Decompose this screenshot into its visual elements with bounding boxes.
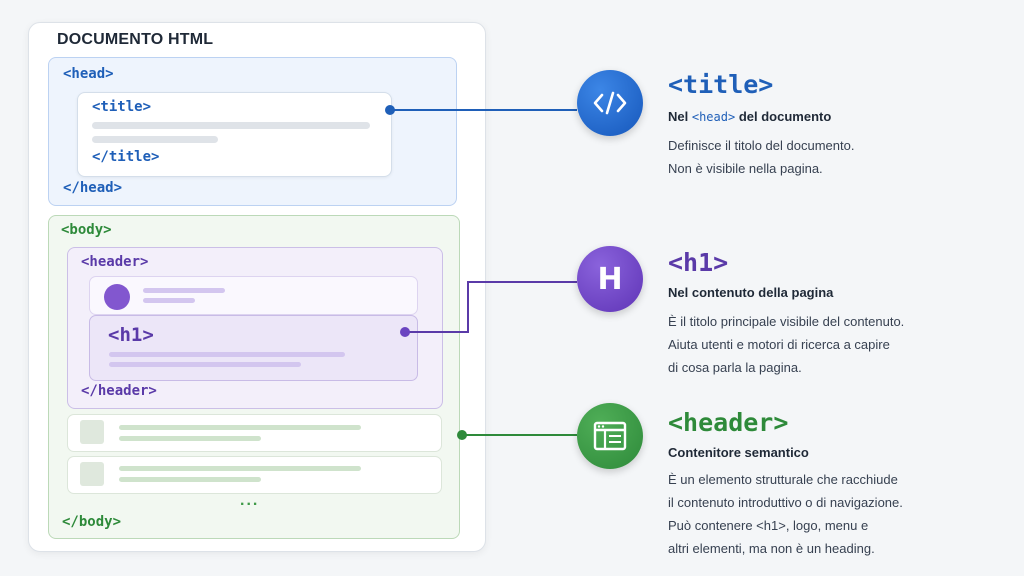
more-content-ellipsis: ... [240, 492, 260, 509]
heading-glyph: H [597, 261, 623, 297]
document-title: DOCUMENTO HTML [57, 31, 214, 48]
title-card-heading: <title> [668, 70, 774, 99]
description-line: altri elementi, ma non è un heading. [668, 541, 875, 556]
code-icon [577, 70, 643, 136]
subtitle-code: <head> [691, 110, 736, 124]
h1-card-description: È il titolo principale visibile del cont… [668, 310, 904, 379]
head-open-tag: <head> [63, 66, 114, 82]
h1-tag: <h1> [108, 324, 154, 346]
content-placeholder-line [119, 466, 361, 471]
content-placeholder-line [119, 436, 261, 441]
title-open-tag: <title> [92, 99, 152, 115]
header-open-tag: <header> [81, 254, 149, 270]
description-line: Aiuta utenti e motori di ricerca a capir… [668, 337, 890, 352]
h1-element-box [89, 315, 418, 381]
content-placeholder-line [119, 477, 261, 482]
h1-connector-dot [400, 327, 410, 337]
h1-placeholder-line [109, 362, 301, 367]
h1-connector [405, 281, 577, 333]
title-placeholder-line [92, 122, 370, 129]
description-line: È un elemento strutturale che racchiude [668, 472, 898, 487]
header-card-heading: <header> [668, 408, 789, 437]
body-close-tag: </body> [62, 514, 122, 530]
nav-placeholder-line [143, 298, 195, 303]
nav-placeholder-line [143, 288, 225, 293]
subtitle-text: del documento [738, 109, 832, 124]
h1-card-heading: <h1> [668, 248, 729, 277]
body-open-tag: <body> [61, 222, 112, 238]
content-thumbnail [80, 462, 104, 486]
logo-row [89, 276, 418, 315]
description-line: Definisce il titolo del documento. [668, 138, 855, 153]
description-line: Può contenere <h1>, logo, menu e [668, 518, 869, 533]
description-line: il contenuto introduttivo o di navigazio… [668, 495, 903, 510]
title-connector-dot [385, 105, 395, 115]
logo-placeholder [104, 284, 130, 310]
h1-placeholder-line [109, 352, 345, 357]
title-element-box [77, 92, 392, 177]
title-card-subtitle: Nel <head> del documento [668, 109, 831, 124]
layout-icon [577, 403, 643, 469]
description-line: di cosa parla la pagina. [668, 360, 802, 375]
h1-card-subtitle: Nel contenuto della pagina [668, 285, 834, 300]
content-thumbnail [80, 420, 104, 444]
heading-icon: H [577, 246, 643, 312]
title-close-tag: </title> [92, 149, 160, 165]
header-card-subtitle: Contenitore semantico [668, 445, 809, 460]
content-placeholder-line [119, 425, 361, 430]
content-row [67, 456, 442, 494]
header-connector-dot [457, 430, 467, 440]
subtitle-text: Nel [668, 109, 689, 124]
title-card-description: Definisce il titolo del documento. Non è… [668, 134, 854, 180]
description-line: Non è visibile nella pagina. [668, 161, 823, 176]
content-row [67, 414, 442, 452]
header-card-description: È un elemento strutturale che racchiude … [668, 468, 903, 560]
title-placeholder-line [92, 136, 218, 143]
description-line: È il titolo principale visibile del cont… [668, 314, 905, 329]
header-close-tag: </header> [81, 383, 157, 399]
head-close-tag: </head> [63, 180, 123, 196]
